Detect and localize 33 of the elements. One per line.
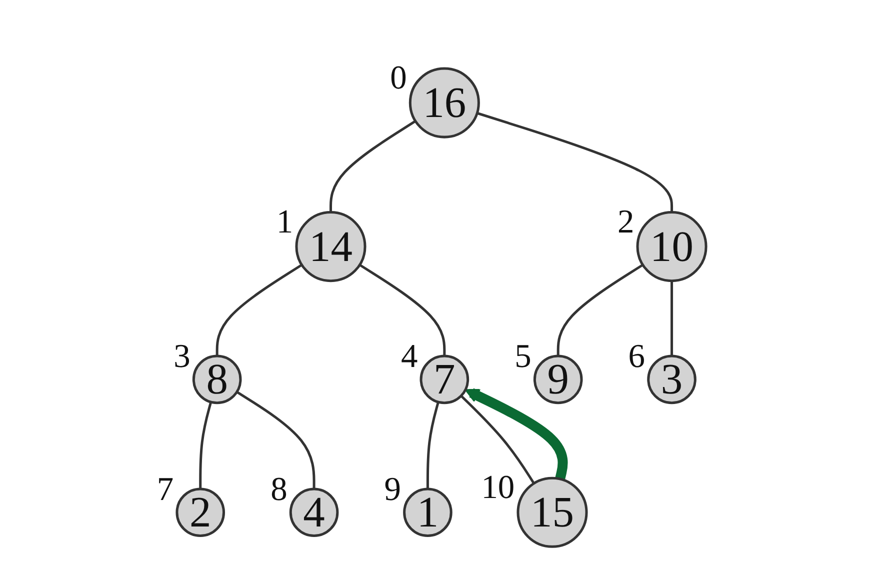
arrow [464, 388, 568, 480]
index-label: 1 [276, 203, 294, 240]
node-circle: 1 [403, 488, 452, 538]
connector [556, 264, 644, 356]
index-label: 2 [617, 203, 634, 240]
node-circle: 4 [289, 488, 339, 538]
node-circle: 8 [192, 354, 242, 404]
index-label: 4 [400, 338, 418, 375]
connector [426, 402, 440, 489]
node-circle: 2 [176, 488, 226, 538]
connector [359, 264, 446, 356]
node-circle: 3 [647, 354, 696, 404]
connector [236, 390, 316, 489]
index-label: 3 [174, 338, 190, 375]
connector [476, 112, 674, 212]
index-label: 5 [514, 338, 532, 375]
index-label: 9 [384, 470, 401, 508]
index-label: 0 [390, 60, 407, 97]
connector [199, 402, 212, 489]
connector [216, 264, 302, 356]
connector [670, 280, 674, 356]
connector [460, 394, 535, 484]
index-label: 10 [481, 469, 515, 506]
connector [330, 120, 416, 212]
index-label: 8 [270, 470, 288, 508]
node-circle: 9 [533, 354, 583, 404]
node-circle: 15 [516, 476, 588, 548]
node-circle: 7 [420, 354, 470, 404]
node-circle: 10 [636, 211, 708, 282]
index-label: 7 [156, 470, 174, 508]
node-circle: 16 [408, 67, 480, 138]
node-circle: 14 [295, 211, 366, 282]
index-label: 6 [628, 338, 646, 375]
